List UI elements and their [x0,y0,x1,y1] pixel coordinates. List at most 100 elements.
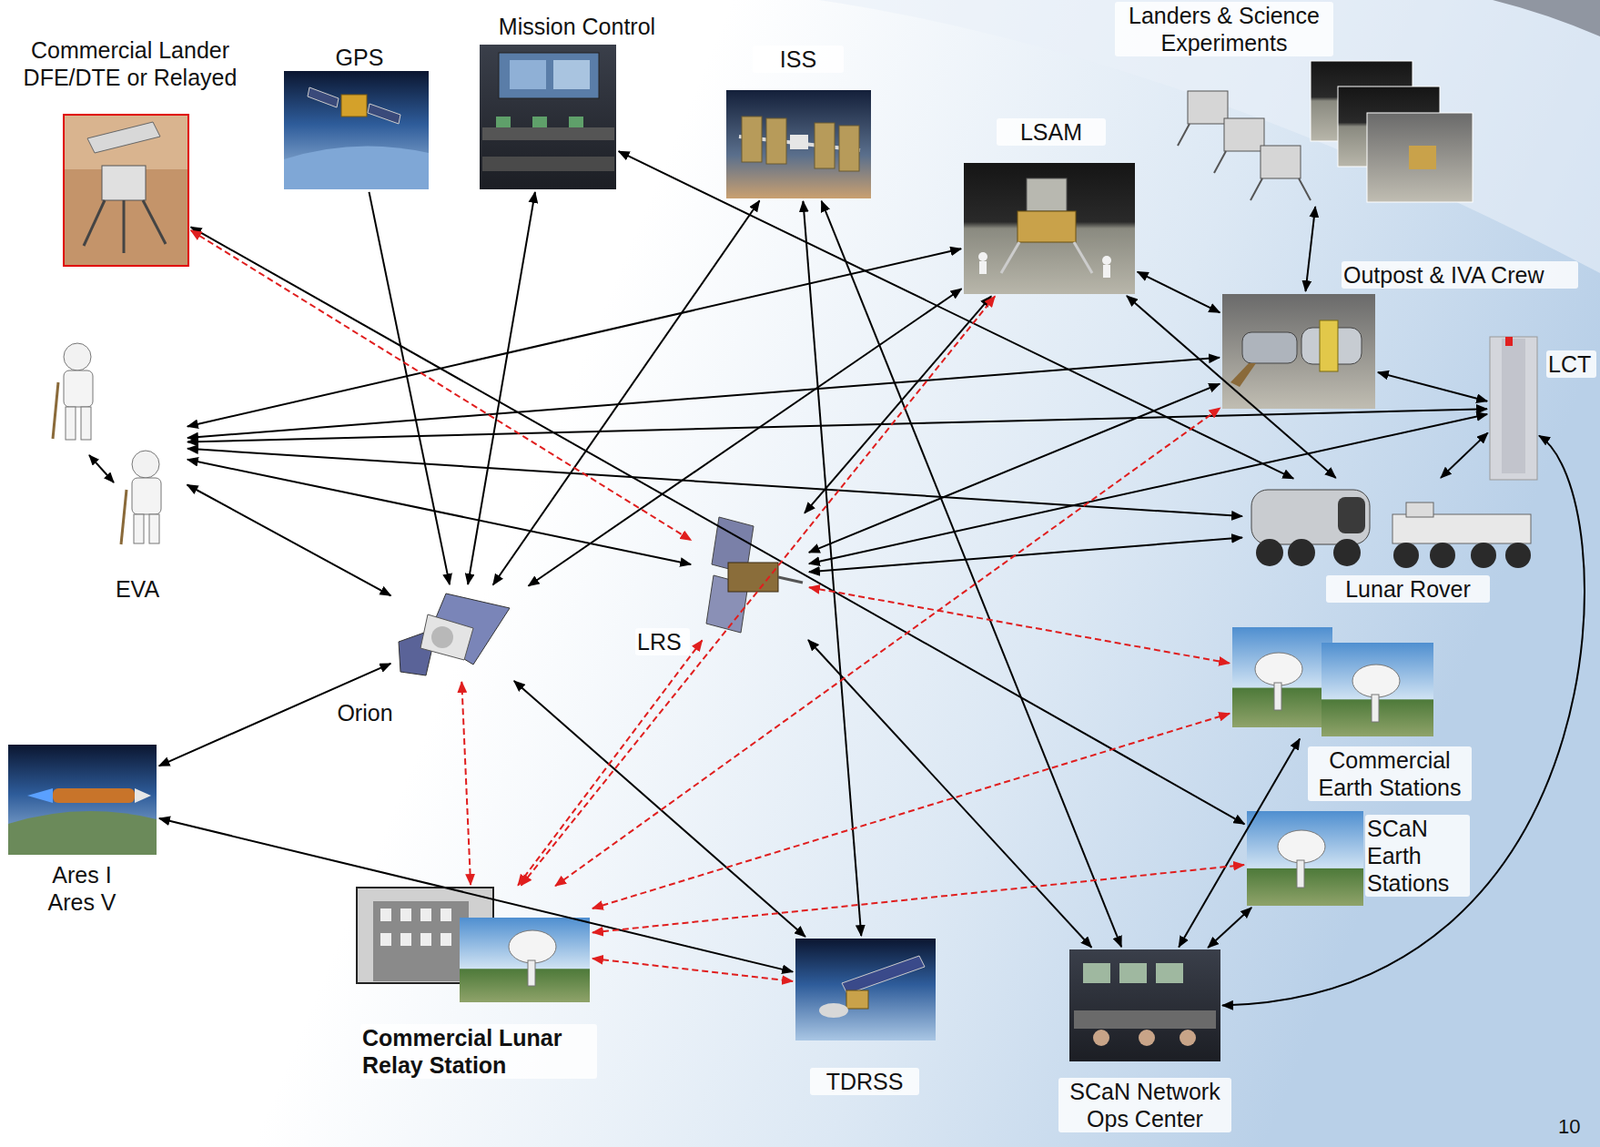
rover-photos-part [1393,542,1419,568]
ares-photo-part [8,810,157,855]
rover-photos-part [1287,538,1316,567]
eva-astronauts-part [149,514,160,544]
node-label: LCT [1546,350,1597,378]
node-label: LSAM [996,118,1106,146]
tdrss-photo-part [846,990,869,1009]
rover-photos-part [1251,489,1370,545]
scan-stations-photo-part [1296,860,1305,888]
mission-control-photo [479,44,617,190]
outpost-photo-part [1230,363,1256,387]
eva-astronauts-part [133,514,144,544]
image-node: SCaN Earth Stations [1246,810,1364,906]
outpost-photo-part [1242,332,1297,364]
commercial-stations-photos-part [1232,627,1333,728]
iss-photo-part [766,118,787,164]
image-node: ISS [726,90,871,199]
scan-stations-photo-part [1277,830,1326,863]
gps-photo-part [307,87,339,108]
lrs-satellite [706,516,803,633]
link-arrow [187,248,962,426]
iss-photo [726,90,871,199]
gps-photo-part [341,94,367,117]
tdrss-photo [795,938,936,1041]
link-arrow [809,414,1488,564]
dashed-link [555,407,1221,886]
relay-station-photos-part [508,930,557,963]
image-node: EVA [39,341,185,547]
mission-control-photo-part [568,116,584,128]
lct-tower [1489,336,1538,480]
mission-control-photo-part [482,156,615,172]
landers-photos-part-part [1260,145,1301,179]
node-label: Mission Control [467,12,687,41]
link-arrow [1207,907,1252,948]
link-arrow [187,459,691,565]
mission-control-photo-part [479,44,617,190]
rover-photos-part [1406,502,1434,517]
image-node: LRS [693,515,807,638]
node-label: SCaN Network Ops Center [1058,1077,1232,1133]
ops-center-photo [1069,949,1221,1062]
image-node: Commercial Lander DFE/DTE or Relayed [63,114,189,266]
gps-photo-part [283,145,429,190]
dashed-link [191,230,692,541]
dashed-link [809,587,1230,663]
image-node: Landers & Science Experiments [1173,60,1475,204]
link-arrow [514,680,806,937]
dashed-link [592,713,1230,909]
commercial-stations-photos-part [1321,642,1434,737]
iss-photo-part [814,122,835,169]
image-node: Ares I Ares V [8,744,157,855]
lct-tower-part [1489,336,1538,480]
link-arrow [187,408,1488,442]
dashed-link [517,639,702,885]
landers-photos-part [1367,112,1473,203]
lct-tower-part [1505,336,1513,346]
image-node: Orion [393,587,527,679]
node-label: Orion [319,698,411,727]
link-arrow [618,151,1294,479]
lsam-photo [963,162,1135,294]
link-arrow [1222,435,1585,1006]
eva-astronauts [52,343,162,545]
image-node: LCT [1489,336,1538,480]
relay-station-photos-part [440,908,452,922]
mission-control-photo-part [498,52,599,99]
orion-capsule [398,593,510,676]
landers-photos-part-part [1187,91,1228,124]
link-arrow [1137,272,1221,314]
ares-photo [8,744,157,855]
tdrss-photo-part [795,938,936,1041]
lsam-photo-part [1026,178,1067,212]
lrs-satellite-part [778,577,803,583]
link-arrow [1306,206,1317,292]
lander-photo [63,114,189,266]
eva-astronauts-part [131,477,162,515]
lander-photo-part [142,200,166,244]
lander-photo-part [63,114,189,170]
rover-photos-part [1470,542,1497,568]
rover-photos [1251,489,1531,568]
ops-center-photo-part [1073,1010,1216,1029]
ares-photo-part [8,744,157,855]
page-number: 10 [1558,1115,1580,1138]
landers-photos-part-part [1214,151,1226,173]
lsam-photo-part [978,252,988,262]
lsam-photo-part [1001,242,1020,274]
ares-photo-part [27,788,53,803]
eva-astronauts-part [63,370,93,407]
relay-station-photos-part [440,932,452,946]
ops-center-photo-part [1093,1029,1110,1046]
node-label: Commercial Earth Stations [1307,746,1472,801]
gps-photo-part [283,70,429,190]
link-arrow [808,639,1092,948]
image-node: SCaN Network Ops Center [1069,949,1221,1062]
commercial-stations-photos-part [1274,682,1282,710]
iss-photo-part [741,116,762,163]
dashed-link [461,681,471,885]
landers-photos-part-part [1298,178,1311,201]
ops-center-photo-part [1155,962,1184,983]
gps-photo [283,70,429,190]
